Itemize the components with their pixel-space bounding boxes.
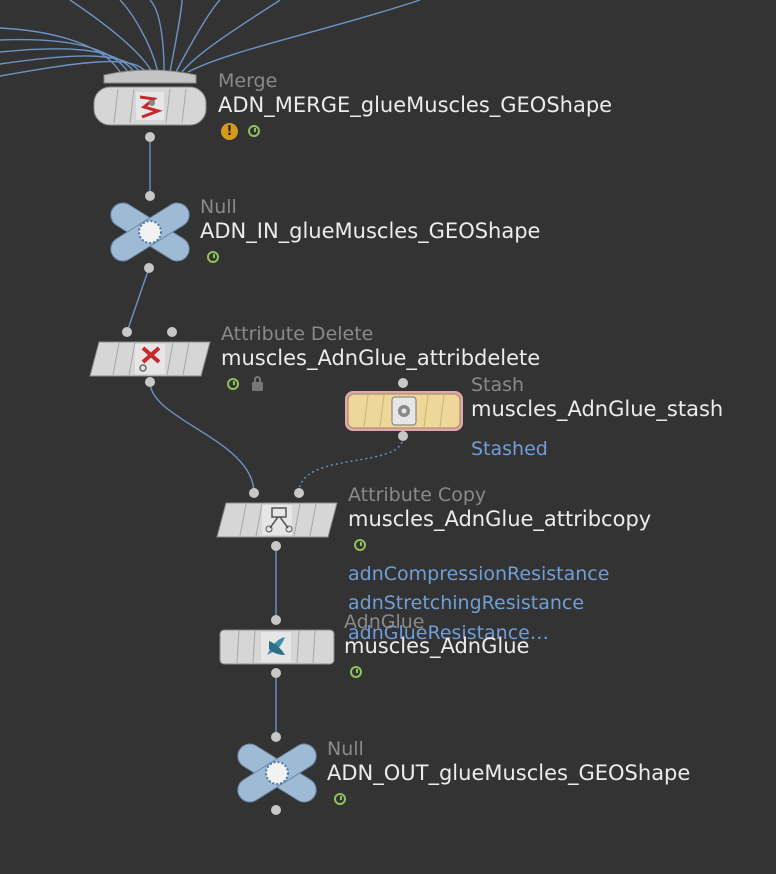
flag-clock-icon[interactable]: [354, 539, 366, 551]
adn-glue-node-type: AdnGlue: [344, 611, 425, 633]
attrib-delete-input-1-connector[interactable]: [122, 327, 132, 337]
adn-glue-input-connector[interactable]: [271, 615, 281, 625]
null-in-input-connector[interactable]: [145, 191, 155, 201]
stash-output-connector[interactable]: [398, 431, 408, 441]
adn-glue-icon: [261, 632, 291, 662]
stash-node-shape[interactable]: [344, 390, 464, 432]
attrib-copy-input-2-connector[interactable]: [294, 488, 304, 498]
null-out-node-shape[interactable]: [235, 743, 319, 803]
warning-icon[interactable]: !: [221, 123, 238, 140]
adn-glue-node-name[interactable]: muscles_AdnGlue: [344, 634, 530, 658]
merge-node-type: Merge: [218, 70, 278, 92]
adn-glue-output-connector[interactable]: [271, 668, 281, 678]
attribute-copy-icon: [262, 505, 293, 535]
null-in-output-connector[interactable]: [144, 263, 154, 273]
null-out-input-connector[interactable]: [271, 732, 281, 742]
attrib-copy-node-name[interactable]: muscles_AdnGlue_attribcopy: [348, 507, 652, 531]
flag-clock-icon[interactable]: [227, 378, 239, 390]
stash-icon: [391, 396, 417, 426]
flag-clock-icon[interactable]: [207, 251, 219, 263]
flag-clock-icon[interactable]: [334, 793, 346, 805]
attrib-delete-input-2-connector[interactable]: [167, 327, 177, 337]
attrib-delete-node-type: Attribute Delete: [221, 323, 374, 345]
flag-clock-icon[interactable]: [350, 666, 362, 678]
merge-icon: [136, 92, 164, 120]
merge-node-shape[interactable]: [92, 69, 208, 127]
attrib-delete-node-name[interactable]: muscles_AdnGlue_attribdelete: [221, 346, 541, 370]
attribute-list-item: adnStretchingResistance: [348, 592, 585, 614]
null-out-output-connector[interactable]: [271, 805, 281, 815]
null-in-node-name[interactable]: ADN_IN_glueMuscles_GEOShape: [200, 219, 541, 243]
attrib-delete-node-shape[interactable]: [89, 340, 211, 378]
attrib-copy-node-type: Attribute Copy: [348, 484, 487, 506]
stash-node-type: Stash: [471, 374, 525, 396]
stash-input-connector[interactable]: [398, 378, 408, 388]
null-icon: [237, 743, 317, 803]
attrib-copy-node-shape[interactable]: [216, 502, 338, 538]
null-out-node-type: Null: [327, 738, 364, 760]
stash-node-name[interactable]: muscles_AdnGlue_stash: [471, 397, 724, 421]
delete-x-icon: [135, 344, 165, 374]
merge-output-connector[interactable]: [145, 132, 155, 142]
attribute-list-item: adnGlueResistance…: [348, 622, 549, 644]
merge-node-name[interactable]: ADN_MERGE_glueMuscles_GEOShape: [218, 93, 613, 117]
stash-status-text: Stashed: [471, 438, 548, 460]
null-icon: [110, 202, 190, 262]
adn-glue-node-shape[interactable]: [219, 629, 335, 665]
attrib-copy-input-1-connector[interactable]: [249, 488, 259, 498]
null-in-node-type: Null: [200, 196, 237, 218]
lock-icon[interactable]: [252, 376, 263, 391]
null-in-node-shape[interactable]: [108, 202, 192, 262]
null-out-node-name[interactable]: ADN_OUT_glueMuscles_GEOShape: [327, 761, 691, 785]
flag-clock-icon[interactable]: [248, 125, 260, 137]
attribute-list-item: adnCompressionResistance: [348, 563, 610, 585]
attrib-delete-output-connector[interactable]: [145, 377, 155, 387]
attrib-copy-output-connector[interactable]: [271, 541, 281, 551]
